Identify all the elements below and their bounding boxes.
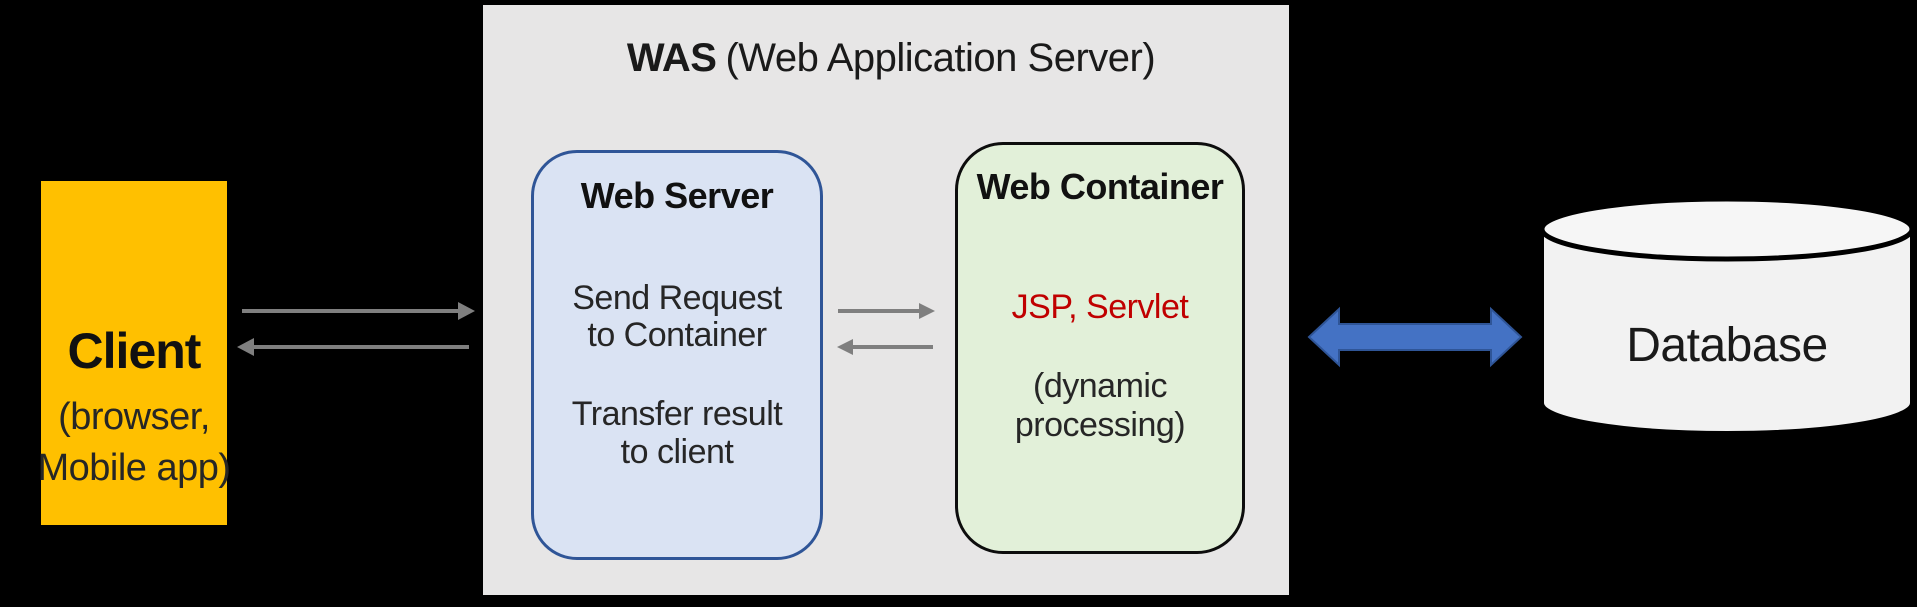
web-container-tech-label: JSP, Servlet (1011, 288, 1189, 326)
client-title: Client (67, 323, 202, 379)
web-container-box (955, 142, 1245, 554)
web-server-text-line1: Send Request (572, 279, 782, 317)
web-server-text-line3: Transfer result (571, 395, 783, 433)
web-container-note-line1: (dynamic (1033, 367, 1167, 405)
web-container-note-line2: processing) (1014, 406, 1186, 444)
client-subtitle-line1: (browser, (58, 396, 210, 438)
client-box (41, 181, 227, 525)
webserver-to-container-arrow-icon (838, 303, 935, 319)
web-server-box (531, 150, 823, 560)
was-to-client-arrow-icon (237, 338, 469, 356)
was-title-acronym: WAS (626, 36, 717, 80)
client-subtitle-line2: Mobile app) (37, 447, 231, 489)
web-server-text-line4: to client (620, 433, 734, 471)
client-to-was-arrow-icon (242, 302, 475, 320)
was-title-expansion: (Web Application Server) (725, 36, 1156, 80)
was-title: WAS(Web Application Server) (626, 36, 1156, 80)
web-server-text-line2: to Container (587, 316, 767, 354)
was-database-double-arrow-icon (1307, 306, 1523, 368)
container-to-webserver-arrow-icon (837, 339, 933, 355)
web-server-title: Web Server (580, 175, 774, 216)
database-label: Database (1626, 319, 1828, 372)
web-container-title: Web Container (976, 166, 1224, 207)
database-cylinder-icon (1539, 196, 1915, 435)
